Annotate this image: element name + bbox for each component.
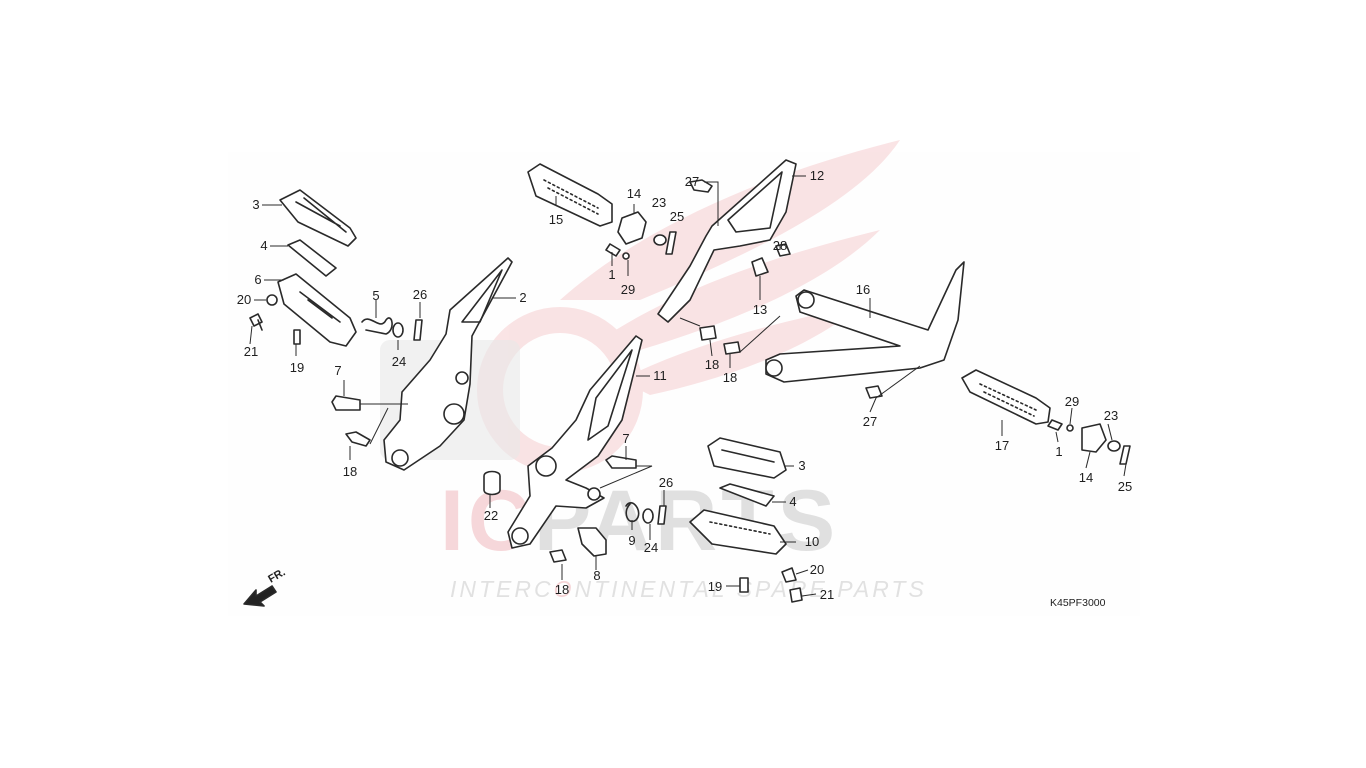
part-18-bolt-c <box>723 341 741 355</box>
callout-3-right: 3 <box>798 458 806 473</box>
part-18-bolt-d <box>549 549 567 563</box>
part-4-plate-right <box>719 483 775 507</box>
callout-18-d: 18 <box>554 582 570 597</box>
part-23-washer-rear <box>1107 440 1121 452</box>
callout-10: 10 <box>804 534 820 549</box>
part-9-spring <box>625 502 640 523</box>
callout-14-rear: 14 <box>1078 470 1094 485</box>
callout-14-top: 14 <box>626 186 642 201</box>
part-4-plate-left <box>287 239 337 277</box>
callout-21-right: 21 <box>819 587 835 602</box>
part-12-bracket <box>657 159 797 323</box>
watermark-tagline: INTERCONTINENTAL SPARE PARTS <box>450 576 927 602</box>
part-14-plate-rear <box>1081 423 1107 453</box>
callout-19-right: 19 <box>707 579 723 594</box>
callout-2: 2 <box>519 290 527 305</box>
leader-lines <box>249 175 1127 597</box>
part-10-footpeg-right <box>689 509 787 555</box>
part-7-pin-mid <box>605 455 637 469</box>
callout-18-b: 18 <box>704 357 720 372</box>
part-16-bracket <box>765 261 965 383</box>
callout-29-rear: 29 <box>1064 394 1080 409</box>
callout-21-left: 21 <box>243 344 259 359</box>
part-14-plate-top <box>617 211 647 245</box>
callout-5: 5 <box>372 288 380 303</box>
part-15-footpeg-rear <box>527 163 613 227</box>
part-21-bolt-left <box>249 313 263 331</box>
callout-27-rear: 27 <box>862 414 878 429</box>
callout-11: 11 <box>653 368 667 383</box>
diagram-code: K45PF3000 <box>1050 597 1106 609</box>
part-25-pin-top <box>665 231 677 255</box>
callout-16: 16 <box>855 282 871 297</box>
callout-25-top: 25 <box>669 209 685 224</box>
part-1-spring-rear <box>1047 419 1063 431</box>
callout-26-mid: 26 <box>658 475 674 490</box>
part-11-bracket <box>507 335 643 549</box>
callout-13: 13 <box>752 302 768 317</box>
part-25-pin-rear <box>1119 445 1131 465</box>
part-2-bracket <box>383 257 513 471</box>
callout-17: 17 <box>994 438 1010 453</box>
callout-1-top: 1 <box>608 267 616 282</box>
part-8-pivot <box>577 527 607 557</box>
callout-7-left: 7 <box>334 363 342 378</box>
part-18-bolt-a <box>345 431 371 447</box>
callout-23-rear: 23 <box>1103 408 1119 423</box>
callout-7-mid: 7 <box>622 431 630 446</box>
part-23-washer-top <box>653 234 667 246</box>
part-29-ball-rear <box>1066 424 1074 432</box>
fr-arrow-icon <box>243 585 277 607</box>
part-3-rubber-right <box>707 437 787 479</box>
part-5-spring <box>361 317 393 335</box>
part-1-spring-top <box>605 243 621 257</box>
callout-27-top: 27 <box>684 174 700 189</box>
part-20-washer-left <box>266 294 278 306</box>
callout-18-a: 18 <box>342 464 358 479</box>
part-13-clip <box>751 257 769 277</box>
part-22-collar <box>483 470 501 496</box>
callout-22: 22 <box>483 508 499 523</box>
part-26-pin-left <box>413 319 423 341</box>
callout-25-rear: 25 <box>1117 479 1133 494</box>
callout-3-left: 3 <box>252 197 260 212</box>
callout-6: 6 <box>254 272 262 287</box>
callout-29-top: 29 <box>620 282 636 297</box>
part-19-bolt-right <box>739 577 749 593</box>
callout-4-left: 4 <box>260 238 268 253</box>
callout-24-left: 24 <box>391 354 407 369</box>
callout-19-left: 19 <box>289 360 305 375</box>
part-19-bolt-left <box>293 329 301 345</box>
part-6-footpeg-left <box>277 273 357 347</box>
callout-8: 8 <box>593 568 601 583</box>
part-27-bolt-rear <box>865 385 883 399</box>
callout-18-c: 18 <box>722 370 738 385</box>
callout-12: 12 <box>809 168 825 183</box>
callout-15: 15 <box>548 212 564 227</box>
part-24-washer-mid <box>642 508 654 524</box>
part-29-ball-top <box>622 252 630 260</box>
part-18-bolt-b <box>699 325 717 341</box>
part-3-rubber-left <box>279 189 357 247</box>
callout-20-left: 20 <box>236 292 252 307</box>
part-21-bolt-right <box>789 587 803 603</box>
part-20-washer-right <box>781 567 797 583</box>
callout-1-rear: 1 <box>1055 444 1063 459</box>
callout-20-right: 20 <box>809 562 825 577</box>
callout-4-right: 4 <box>789 494 797 509</box>
part-24-washer-left <box>392 322 404 338</box>
callout-23-top: 23 <box>651 195 667 210</box>
callout-28: 28 <box>772 238 788 253</box>
part-7-pin-left <box>331 395 361 411</box>
callout-24-mid: 24 <box>643 540 659 555</box>
part-27-bolt-top <box>689 179 713 193</box>
part-17-footpeg-rear <box>961 369 1051 425</box>
callout-26-left: 26 <box>412 287 428 302</box>
callout-9: 9 <box>628 533 636 548</box>
part-26-pin-mid <box>657 505 667 525</box>
